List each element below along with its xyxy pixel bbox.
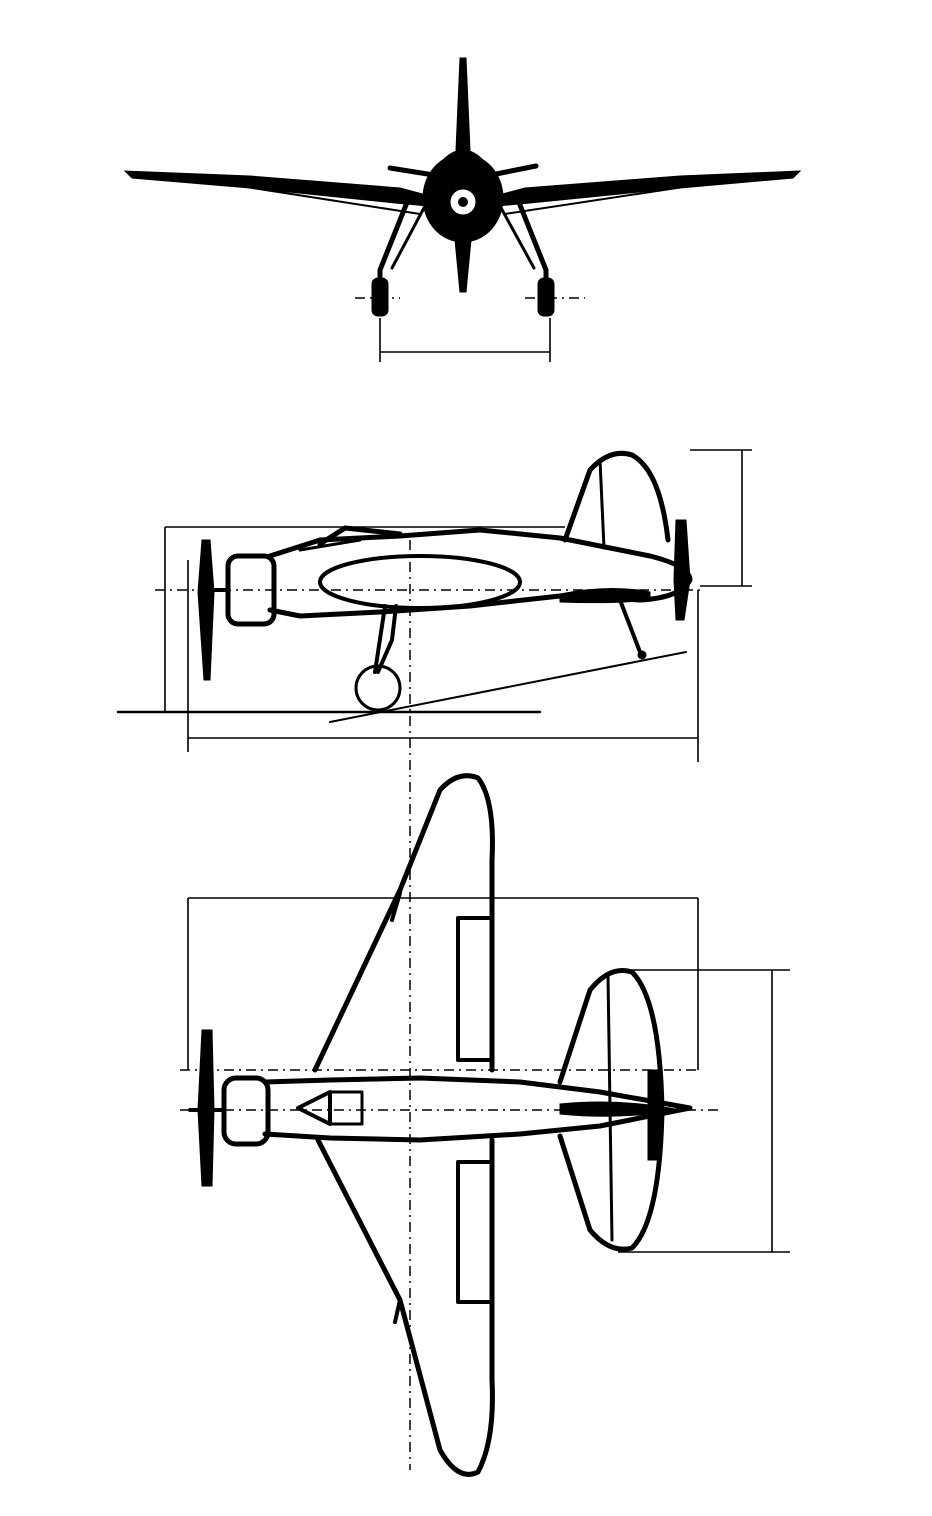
front-track-dimension: [379, 318, 551, 362]
side-wing-root: [318, 554, 522, 610]
side-main-wheel: [354, 664, 402, 712]
side-height-dimension: [690, 449, 752, 587]
top-propeller: [197, 1029, 215, 1187]
top-lower-aileron: [456, 1160, 494, 1304]
front-view: [123, 57, 802, 362]
top-tail-span-dimension: [618, 969, 790, 1253]
side-length-dimension: [187, 560, 699, 762]
top-cowling: [221, 1075, 271, 1147]
side-main-gear: [373, 604, 398, 674]
top-upper-wing: [312, 773, 495, 1073]
side-view: [116, 449, 752, 1470]
side-tipback-line: [329, 651, 687, 723]
top-span-dimension: [187, 897, 699, 1070]
top-lower-wing: [315, 1137, 495, 1477]
side-vertical-tail: [562, 450, 671, 543]
side-propeller: [197, 539, 215, 681]
front-left-wing: [123, 170, 431, 207]
top-view: [180, 773, 790, 1477]
top-fuselage: [262, 1075, 693, 1143]
front-vertical-fin: [455, 57, 471, 151]
top-canopy: [296, 1090, 332, 1126]
front-right-wing: [494, 170, 802, 207]
front-right-wheel: [537, 277, 555, 317]
front-left-wheel: [371, 277, 389, 317]
top-upper-aileron: [456, 916, 494, 1062]
